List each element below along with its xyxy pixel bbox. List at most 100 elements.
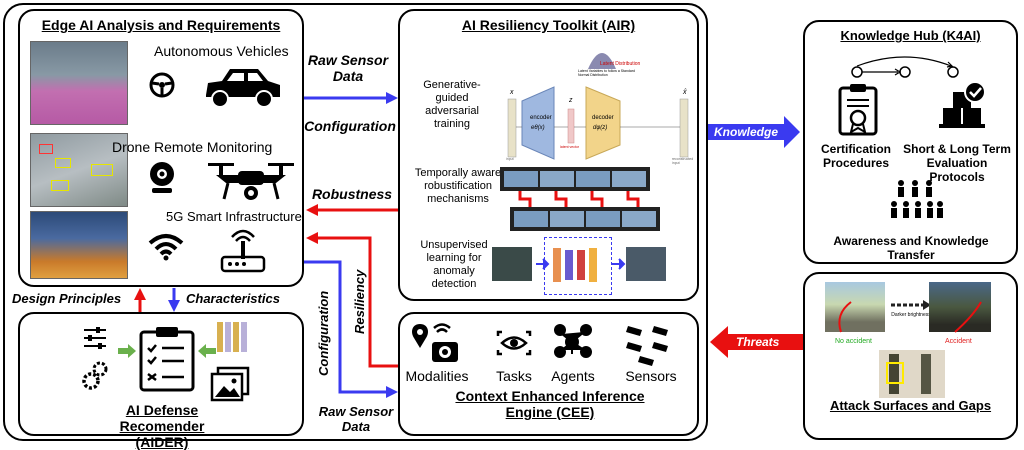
configuration-vertical-label: Configuration	[316, 290, 331, 376]
encoder-fn-label: eθ(x)	[531, 125, 545, 131]
detection-box	[91, 164, 113, 176]
drone-monitoring-label: Drone Remote Monitoring	[112, 139, 273, 155]
network-layer	[553, 248, 561, 282]
wifi-icon	[148, 234, 184, 261]
person-figure	[889, 354, 899, 394]
autonomous-vehicle-image	[30, 41, 128, 125]
decoder-label: decoder	[592, 115, 614, 121]
latent-distribution-subtitle: Latent Variables to follow a Standard No…	[578, 69, 635, 77]
sliders-icon	[84, 327, 106, 349]
awareness-label: Awareness and Knowledge Transfer	[833, 234, 989, 262]
task-eye-icon	[496, 330, 532, 356]
tasks-label: Tasks	[496, 368, 532, 384]
generative-training-label: Generative-guided adversarial training	[423, 79, 481, 130]
anomaly-detection-label: Unsupervised learning for anomaly detect…	[420, 239, 488, 290]
air-box: AI Resiliency Toolkit (AIR) Generative-g…	[398, 9, 699, 301]
robustness-arrowhead	[306, 204, 318, 216]
vae-xhat-label: x̂	[683, 89, 687, 96]
network-layer	[565, 250, 573, 280]
trajectory-line	[954, 301, 982, 333]
car-icon	[206, 69, 280, 108]
temporal-mechanisms-label: Temporally aware robustification mechani…	[414, 167, 502, 205]
webcam-icon	[150, 162, 174, 193]
configuration-top-label: Configuration	[304, 118, 396, 134]
knowledge-arrow	[708, 116, 800, 148]
resiliency-arrow	[316, 236, 398, 368]
agents-label: Agents	[551, 368, 595, 384]
anomaly-output-image	[626, 247, 666, 281]
attack-box: Darker brightness No accident Accident A…	[803, 272, 1018, 440]
adversarial-patch	[886, 362, 904, 384]
raw-sensor-data-top-label: Raw Sensor Data	[307, 52, 389, 84]
decoder-fn-label: dφ(z)	[593, 125, 608, 131]
arrow-left-green-icon	[198, 344, 216, 358]
cee-title: Context Enhanced Inference Engine (CEE)	[455, 388, 645, 420]
autonomous-vehicles-label: Autonomous Vehicles	[154, 43, 289, 59]
boxes-check-icon	[939, 81, 986, 128]
images-icon	[210, 366, 250, 402]
drone-icon	[208, 163, 294, 200]
edge-ai-box: Edge AI Analysis and Requirements Autono…	[18, 9, 304, 287]
cee-box: Modalities Tasks Agents Sensors Context …	[398, 312, 699, 436]
certificate-icon	[838, 84, 878, 136]
location-wifi-camera-icon	[412, 323, 458, 362]
design-principles-label: Design Principles	[12, 291, 122, 306]
robustness-label: Robustness	[311, 186, 393, 202]
no-accident-label: No accident	[835, 338, 872, 345]
threats-arrow	[710, 326, 803, 358]
resiliency-arrowhead	[306, 232, 318, 244]
aider-box: AI Defense Recomender (AIDER)	[18, 312, 304, 450]
raw-sensor-data-arrowhead	[386, 92, 398, 104]
latent-distribution-title: Latent Distribution	[600, 61, 641, 67]
air-title: AI Resiliency Toolkit (AIR)	[461, 17, 636, 33]
darker-brightness-label: Darker brightness	[891, 312, 931, 318]
sensors-cameras-icon	[626, 326, 668, 366]
darker-arrow-icon	[891, 300, 931, 310]
router-icon	[220, 229, 266, 273]
aider-title: AI Defense Recomender (AIDER)	[119, 402, 205, 450]
adversarial-person-image	[879, 350, 945, 398]
knowledge-label: Knowledge	[714, 125, 779, 139]
reconstructed-caption: reconstructed input	[672, 157, 694, 165]
person-figure	[921, 354, 931, 394]
evaluation-label: Short & Long Term Evaluation Protocols	[903, 142, 1011, 184]
attack-title: Attack Surfaces and Gaps	[829, 398, 992, 413]
encoder-label: encoder	[530, 115, 552, 121]
smart-infrastructure-label: 5G Smart Infrastructure	[166, 209, 302, 224]
film-strips	[500, 167, 660, 231]
checklist-clipboard-icon	[139, 327, 195, 392]
k4ai-title: Knowledge Hub (K4AI)	[840, 28, 981, 43]
vae-z-label: z	[569, 97, 573, 104]
configuration-bottom-arrow	[304, 260, 388, 394]
smart-infrastructure-image	[30, 211, 128, 279]
model-layers-icon	[217, 322, 247, 352]
agents-network-icon	[554, 324, 592, 358]
modalities-label: Modalities	[405, 368, 469, 384]
steering-wheel-icon	[149, 72, 175, 98]
detection-box	[51, 180, 69, 191]
latent-vector-caption: latent vector	[560, 145, 580, 149]
trajectory-line	[838, 301, 852, 333]
resiliency-vertical-label: Resiliency	[352, 269, 367, 334]
characteristics-label: Characteristics	[186, 291, 280, 306]
edge-ai-title: Edge AI Analysis and Requirements	[41, 17, 281, 33]
anomaly-network-box	[544, 237, 612, 295]
accident-label: Accident	[945, 338, 972, 345]
k4ai-box: Knowledge Hub (K4AI) Certification Proce…	[803, 20, 1018, 264]
vae-x-label: x	[510, 89, 514, 96]
sensors-label: Sensors	[625, 368, 677, 384]
flow-circles-icon	[851, 56, 959, 78]
no-accident-road-image	[825, 282, 885, 332]
design-principles-arrowhead	[134, 288, 146, 300]
gears-icon	[82, 361, 108, 390]
characteristics-arrowhead	[168, 300, 180, 312]
threats-label: Threats	[736, 335, 780, 349]
detection-box	[55, 158, 71, 168]
network-layer	[577, 250, 585, 280]
vae-diagram	[507, 53, 689, 160]
raw-sensor-data-bottom-label: Raw Sensor Data	[318, 404, 394, 434]
arrow-right-green-icon	[118, 344, 136, 358]
accident-road-image	[929, 282, 991, 332]
anomaly-input-image	[492, 247, 532, 281]
